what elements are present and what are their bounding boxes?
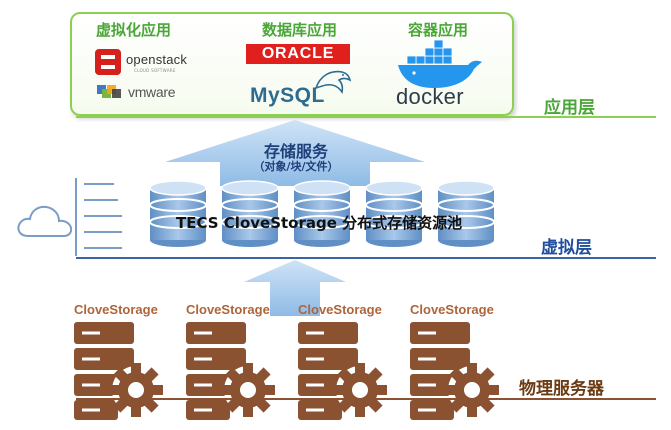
mysql-dolphin-icon — [314, 70, 352, 94]
vmware-logo-text: vmware — [128, 84, 176, 100]
physical-layer-line — [76, 398, 656, 400]
physical-layer-label: 物理服务器 — [519, 379, 604, 399]
application-layer-label: 应用层 — [544, 98, 595, 118]
cloud-icon — [17, 205, 73, 237]
mysql-logo-text: MySQL — [250, 84, 325, 107]
server-icon — [408, 320, 501, 422]
storage-service-title: 存储服务 — [263, 142, 328, 161]
server-label: CloveStorage — [186, 302, 270, 317]
category-title-database: 数据库应用 — [262, 21, 338, 39]
category-title-container: 容器应用 — [408, 21, 469, 39]
database-icon — [149, 180, 207, 247]
docker-logo-text: docker — [396, 84, 464, 109]
disk-pool — [149, 180, 495, 248]
server-icon — [296, 320, 389, 422]
virtual-layer-line — [76, 257, 656, 259]
server-icon — [72, 320, 165, 422]
storage-pool-title: TECS CloveStorage 分布式存储资源池 — [176, 214, 463, 232]
server-icon — [184, 320, 277, 422]
list-lines-icon — [75, 178, 122, 256]
virtual-layer-label: 虚拟层 — [541, 238, 592, 258]
application-layer-line — [76, 116, 656, 118]
storage-service-arrow — [165, 120, 425, 186]
oracle-logo: ORACLE — [246, 44, 350, 64]
category-title-virtualization: 虚拟化应用 — [96, 21, 172, 39]
server-rack-row — [72, 320, 501, 422]
docker-whale-icon — [398, 39, 482, 88]
storage-service-subtitle: （对象/块/文件） — [253, 160, 339, 173]
openstack-logo-subtext: CLOUD SOFTWARE — [134, 68, 176, 73]
server-label: CloveStorage — [410, 302, 494, 317]
openstack-logo-text: openstack — [126, 52, 188, 67]
physical-to-virtual-arrow — [244, 260, 346, 316]
openstack-icon — [95, 49, 121, 75]
server-label: CloveStorage — [298, 302, 382, 317]
server-label: CloveStorage — [74, 302, 158, 317]
vmware-icon — [97, 85, 121, 98]
